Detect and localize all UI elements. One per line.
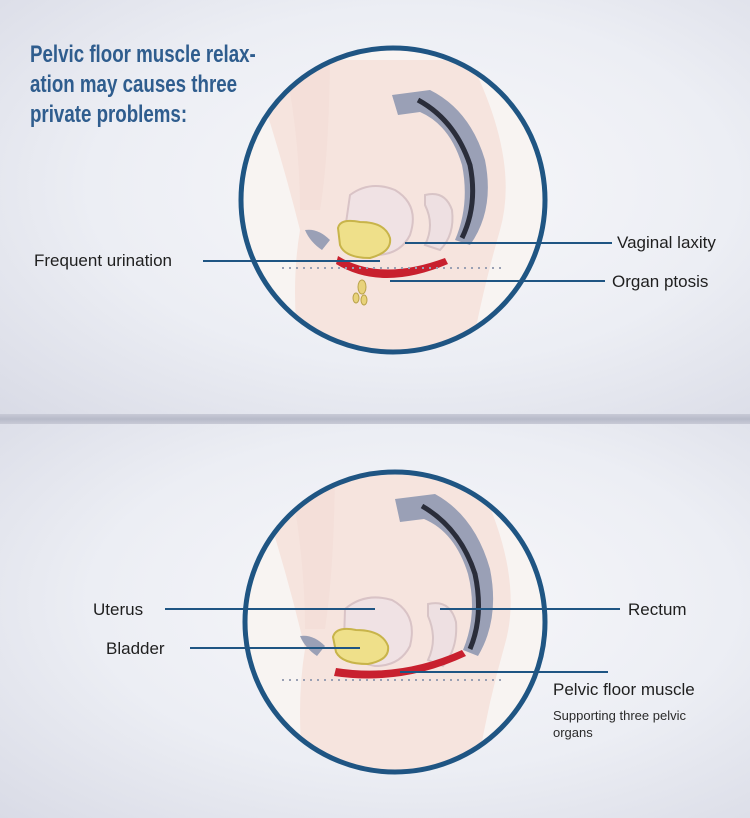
sacrum-spine — [392, 90, 488, 245]
urine-drop-icon — [360, 294, 368, 306]
label-bladder: Bladder — [106, 639, 165, 658]
panel-divider — [0, 414, 750, 424]
supporting-note-line-2: organs — [553, 725, 593, 740]
rectum-shape — [423, 193, 454, 252]
bladder-shape — [331, 627, 390, 666]
pelvic-floor-muscle — [334, 650, 466, 679]
label-pelvic-floor-muscle: Pelvic floor muscle — [553, 680, 695, 699]
supporting-note-line-1: Supporting three pelvic — [553, 708, 686, 723]
spinal-canal — [416, 97, 476, 240]
bottom-diagram-panel: Uterus Bladder Rectum Pelvic floor muscl… — [0, 424, 750, 818]
page-title: Pelvic floor muscle relax- ation may cau… — [30, 40, 256, 130]
label-organ-ptosis: Organ ptosis — [612, 272, 709, 291]
rectum-shape — [426, 602, 458, 668]
urine-drop-icon — [357, 279, 367, 295]
title-line-3: private problems: — [30, 101, 188, 128]
pubic-bone — [300, 635, 325, 656]
pubic-bone — [305, 229, 330, 250]
label-rectum: Rectum — [628, 600, 687, 619]
pelvis-cross-section-relaxed — [203, 45, 612, 355]
diagram-circle-border — [242, 469, 548, 775]
sacrum-spine — [395, 494, 494, 656]
bladder-shape — [336, 219, 392, 260]
label-vaginal-laxity: Vaginal laxity — [617, 233, 716, 252]
supporting-note: Supporting three pelvic organs — [553, 707, 743, 741]
label-uterus: Uterus — [93, 600, 144, 619]
urine-drop-icon — [352, 292, 360, 304]
title-line-1: Pelvic floor muscle relax- — [30, 41, 256, 68]
spinal-canal — [420, 503, 481, 650]
pelvis-cross-section-normal — [165, 469, 620, 775]
label-frequent-urination: Frequent urination — [34, 251, 172, 270]
top-diagram-panel: Pelvic floor muscle relax- ation may cau… — [0, 0, 750, 414]
diagram-circle-border — [238, 45, 548, 355]
pelvic-floor-muscle-sagging — [336, 256, 448, 278]
title-line-2: ation may causes three — [30, 71, 238, 98]
